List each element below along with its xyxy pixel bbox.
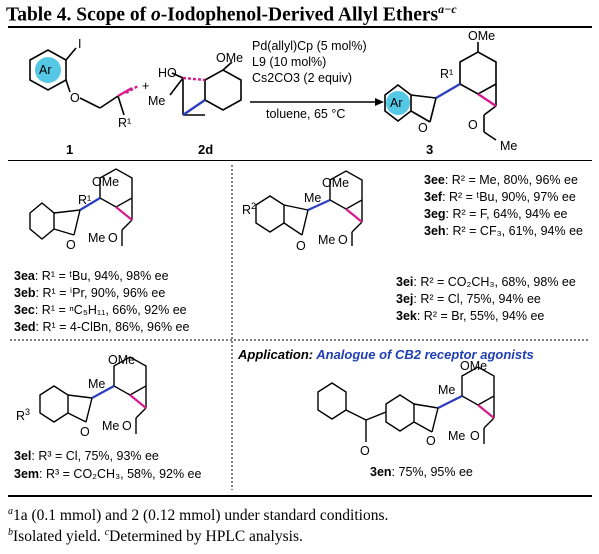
result-3ea: 3ea: R¹ = ᵗBu, 94%, 98% ee	[14, 269, 169, 283]
ho-label: HO	[158, 66, 177, 80]
panel-a-r1: R¹	[78, 193, 92, 207]
ar-label-3: Ar	[390, 96, 403, 110]
result-3em: 3em: R³ = CO₂CH₃, 58%, 92% ee	[14, 467, 202, 481]
panel-b-ketone-o: O	[338, 233, 348, 247]
r1-label-product: R¹	[440, 67, 454, 81]
result-3eb: 3eb: R¹ = ⁱPr, 90%, 96% ee	[14, 286, 166, 300]
panel-d-o: O	[426, 434, 436, 448]
me-label: Me	[148, 94, 166, 108]
result-3ef: 3ef: R² = ᵗBu, 90%, 97% ee	[424, 190, 576, 204]
panel-b-o: O	[296, 239, 306, 253]
panel-a-ome: OMe	[92, 175, 120, 189]
panel-a-me: Me	[88, 231, 106, 245]
o-label-product: O	[418, 121, 428, 135]
result-3en: 3en: 75%, 95% ee	[370, 465, 473, 479]
iodo-label: I	[78, 37, 82, 51]
compound-label-1: 1	[66, 142, 74, 157]
condition-catalyst: Pd(allyl)Cp (5 mol%)	[252, 39, 367, 53]
result-3eh: 3eh: R² = CF₃, 61%, 94% ee	[424, 224, 583, 238]
scheme-bottom-rule	[8, 160, 592, 161]
table-bottom-rule	[8, 495, 592, 497]
plus-sign: +	[142, 79, 150, 93]
panel-b-ome: OMe	[322, 176, 350, 190]
result-3ed: 3ed: R¹ = 4-ClBn, 86%, 96% ee	[14, 320, 190, 334]
panel-a-o: O	[66, 238, 76, 252]
ketone-o-label: O	[468, 118, 478, 132]
condition-ligand: L9 (10 mol%)	[252, 55, 327, 69]
panel-a-ketone-o: O	[108, 231, 118, 245]
compound-label-3: 3	[426, 142, 434, 157]
r1-label: R¹	[118, 116, 132, 130]
panel-d-amide-o: O	[360, 444, 370, 458]
compound-label-2d: 2d	[198, 142, 214, 157]
panel-c-me: Me	[88, 377, 106, 391]
panel-d-me: Me	[438, 383, 456, 397]
panel-c-ome: OMe	[108, 353, 136, 367]
condition-base: Cs2CO3 (2 equiv)	[252, 71, 353, 85]
application-heading: Application: Analogue of CB2 receptor ag…	[238, 347, 534, 362]
ketone-me-label: Me	[500, 139, 518, 153]
result-3ec: 3ec: R¹ = ⁿC₅H₁₁, 66%, 92% ee	[14, 303, 187, 317]
ar-label-1: Ar	[39, 63, 52, 77]
ar-ring-fill-3	[386, 91, 410, 115]
result-3el: 3el: R³ = Cl, 75%, 93% ee	[14, 449, 159, 463]
panel-b-me: Me	[304, 191, 322, 205]
footnote-a: a1a (0.1 mmol) and 2 (0.12 mmol) under s…	[8, 506, 389, 525]
result-3eg: 3eg: R² = F, 64%, 94% ee	[424, 207, 568, 221]
result-3ej: 3ej: R² = Cl, 75%, 94% ee	[396, 292, 541, 306]
piperidine-ring	[317, 382, 347, 420]
ar-ring-fill-1	[35, 57, 61, 83]
panel-c-ketone-o: O	[122, 419, 132, 433]
result-3ei: 3ei: R² = CO₂CH₃, 68%, 98% ee	[396, 275, 576, 289]
ome-label: OMe	[216, 51, 244, 65]
footnote-b-c: bIsolated yield. cDetermined by HPLC ana…	[8, 527, 303, 546]
top-rule	[8, 26, 592, 28]
panel-d-ketone-me: Me	[448, 429, 466, 443]
panel-d-ome: OMe	[460, 359, 488, 373]
result-3ee: 3ee: R² = Me, 80%, 96% ee	[424, 173, 578, 187]
oxygen-label: O	[70, 91, 80, 105]
panel-d-ketone-o: O	[470, 429, 480, 443]
panel-c-r3: R3	[16, 407, 31, 424]
reaction-arrow-head	[375, 98, 384, 106]
result-3ek: 3ek: R² = Br, 55%, 94% ee	[396, 309, 545, 323]
panel-b-r2: R2	[242, 201, 257, 218]
panel-c-o: O	[80, 425, 90, 439]
ome-label-product: OMe	[468, 29, 496, 43]
condition-solvent: toluene, 65 °C	[266, 107, 346, 121]
table-title: Table 4. Scope of o-Iodophenol-Derived A…	[6, 2, 457, 26]
panel-c-ketone-me: Me	[102, 419, 120, 433]
panel-b-ketone-me: Me	[318, 233, 336, 247]
